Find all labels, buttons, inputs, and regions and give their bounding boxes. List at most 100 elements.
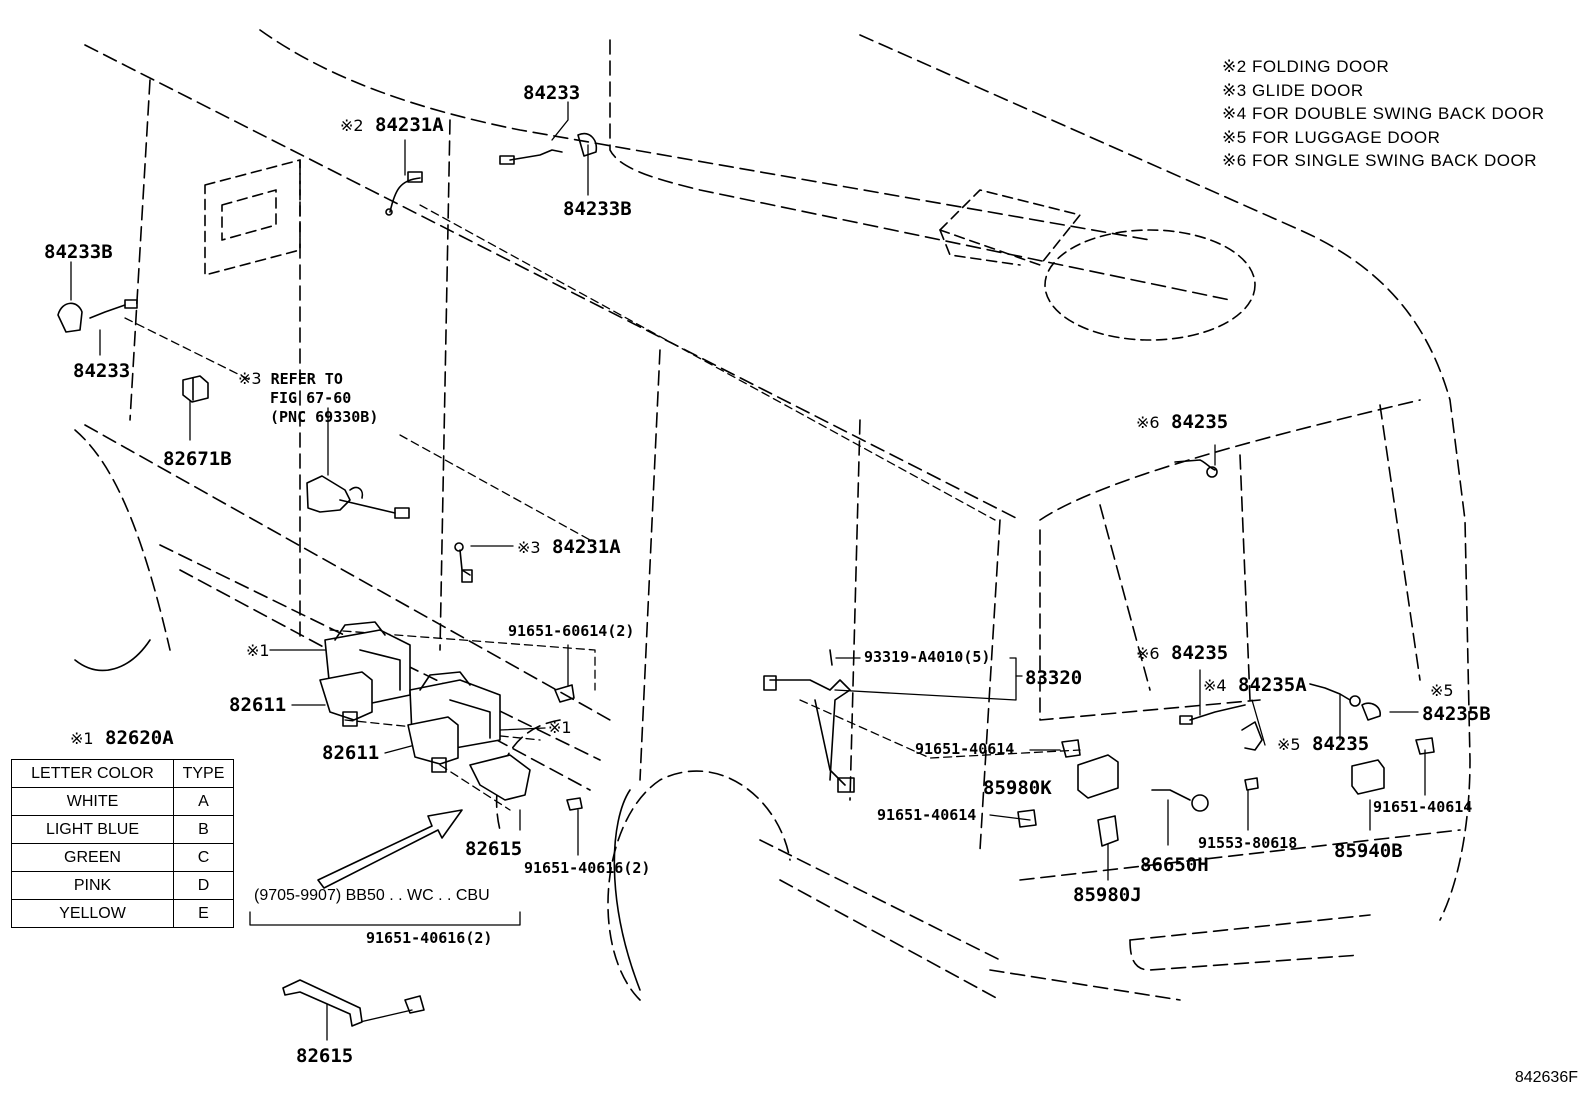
note-mark: ※4 bbox=[1222, 104, 1247, 123]
part-label-84231A-mid[interactable]: ※3 84231A bbox=[517, 538, 621, 557]
table-header: TYPE bbox=[173, 759, 234, 788]
part-number: 84235A bbox=[1238, 674, 1307, 696]
note-mark: ※5 bbox=[1277, 735, 1301, 754]
part-label-82615-b[interactable]: 82615 bbox=[296, 1045, 354, 1067]
note-double-swing: ※4 FOR DOUBLE SWING BACK DOOR bbox=[1222, 105, 1545, 122]
note-text: FOR DOUBLE SWING BACK DOOR bbox=[1251, 104, 1545, 123]
part-label-82611-a[interactable]: 82611 bbox=[229, 694, 287, 716]
part-label-82620A[interactable]: ※1 82620A bbox=[70, 729, 174, 748]
harness-84231A-mid bbox=[454, 542, 473, 583]
table-cell: D bbox=[173, 871, 234, 900]
ecu-85940B bbox=[1351, 759, 1385, 795]
note-mark: ※3 bbox=[1222, 81, 1247, 100]
refer-line-2[interactable]: FIG 67-60 bbox=[270, 389, 352, 407]
table-cell: E bbox=[173, 899, 234, 928]
part-label-83320[interactable]: 83320 bbox=[1025, 667, 1083, 689]
part-label-85980J[interactable]: 85980J bbox=[1073, 884, 1142, 906]
part-label-85980K[interactable]: 85980K bbox=[983, 777, 1052, 799]
sensor-85980J bbox=[1097, 815, 1119, 847]
note-mark: ※3 bbox=[238, 369, 262, 388]
harness-84231A-top bbox=[385, 171, 423, 216]
note-text: FOLDING DOOR bbox=[1251, 57, 1390, 76]
part-label-84231A-top[interactable]: ※2 84231A bbox=[340, 116, 444, 135]
part-label-91553[interactable]: 91553-80618 bbox=[1198, 834, 1298, 852]
note-mark: ※2 bbox=[340, 116, 364, 135]
part-label-91651-40616-b[interactable]: 91651-40616(2) bbox=[366, 929, 493, 947]
marker-5-a: ※5 bbox=[1430, 681, 1454, 700]
table-cell: B bbox=[173, 815, 234, 844]
motor-82611-a bbox=[319, 671, 373, 727]
note-mark: ※1 bbox=[246, 641, 270, 660]
table-cell: A bbox=[173, 787, 234, 816]
part-number: 84235 bbox=[1171, 642, 1229, 664]
part-label-84235-mid[interactable]: ※6 84235 bbox=[1136, 644, 1228, 663]
part-label-84233B-top[interactable]: 84233B bbox=[563, 198, 632, 220]
part-label-84233B-left[interactable]: 84233B bbox=[44, 241, 113, 263]
note-mark: ※1 bbox=[548, 718, 572, 737]
note-mark: ※6 bbox=[1136, 644, 1160, 663]
part-label-91651-40614-c[interactable]: 91651-40614 bbox=[1373, 798, 1473, 816]
table-cell: YELLOW bbox=[11, 899, 174, 928]
part-label-84233-top[interactable]: 84233 bbox=[523, 82, 581, 104]
cover-82671B bbox=[182, 375, 209, 403]
part-label-86650H[interactable]: 86650H bbox=[1140, 854, 1209, 876]
part-label-91651-40616-a[interactable]: 91651-40616(2) bbox=[524, 859, 651, 877]
part-label-82615-a[interactable]: 82615 bbox=[465, 838, 523, 860]
van-body-outline bbox=[74, 29, 1471, 1001]
note-mark: ※6 bbox=[1136, 413, 1160, 432]
leader-lines bbox=[70, 101, 1426, 1041]
table-cell: GREEN bbox=[11, 843, 174, 872]
marker-1-b: ※1 bbox=[548, 718, 572, 737]
part-label-85940B[interactable]: 85940B bbox=[1334, 840, 1403, 862]
marker-1-a: ※1 bbox=[246, 641, 270, 660]
sensor-84233-left bbox=[57, 299, 138, 333]
switch-84235 bbox=[1174, 459, 1381, 751]
part-label-93319[interactable]: 93319-A4010(5) bbox=[864, 648, 991, 666]
part-number: 84235 bbox=[1312, 733, 1370, 755]
part-label-91651-40614-b[interactable]: 91651-40614 bbox=[877, 806, 977, 824]
side-window-outline bbox=[204, 159, 301, 276]
note-luggage-door: ※5 FOR LUGGAGE DOOR bbox=[1222, 129, 1440, 146]
note-single-swing: ※6 FOR SINGLE SWING BACK DOOR bbox=[1222, 152, 1537, 169]
roof-vent-outline bbox=[939, 189, 1256, 341]
ecu-85980K bbox=[1077, 754, 1119, 799]
part-label-91651-40614-a[interactable]: 91651-40614 bbox=[915, 740, 1015, 758]
part-number: 82620A bbox=[105, 727, 174, 749]
part-label-91651-60614[interactable]: 91651-60614(2) bbox=[508, 622, 635, 640]
bolt-91651-40616 bbox=[566, 797, 583, 811]
note-text: FOR SINGLE SWING BACK DOOR bbox=[1251, 151, 1537, 170]
note-glide-door: ※3 GLIDE DOOR bbox=[1222, 82, 1364, 99]
part-number: 84231A bbox=[552, 536, 621, 558]
bracket-82615-b bbox=[282, 979, 425, 1027]
figure-code: 842636F bbox=[1514, 1069, 1578, 1086]
sensor-83320 bbox=[763, 649, 855, 793]
part-label-84235-top[interactable]: ※6 84235 bbox=[1136, 413, 1228, 432]
table-header: LETTER COLOR bbox=[11, 759, 174, 788]
arrow-pointer bbox=[317, 809, 463, 889]
part-label-82671B[interactable]: 82671B bbox=[163, 448, 232, 470]
note-mark: ※5 bbox=[1430, 681, 1454, 700]
part-label-84235B[interactable]: 84235B bbox=[1422, 703, 1491, 725]
table-cell: C bbox=[173, 843, 234, 872]
note-mark: ※4 bbox=[1203, 676, 1227, 695]
bracket-82615-a bbox=[469, 754, 531, 801]
part-label-84233-left[interactable]: 84233 bbox=[73, 360, 131, 382]
part-label-84235-low[interactable]: ※5 84235 bbox=[1277, 735, 1369, 754]
refer-note: ※3 REFER TO FIG 67-60 (PNC 69330B) bbox=[238, 369, 378, 427]
refer-text: REFER TO bbox=[270, 370, 343, 388]
note-mark: ※5 bbox=[1222, 128, 1247, 147]
part-label-82611-b[interactable]: 82611 bbox=[322, 742, 380, 764]
dashed-connectors bbox=[124, 204, 1081, 811]
sensor-86650H bbox=[1151, 777, 1259, 812]
part-label-84235A[interactable]: ※4 84235A bbox=[1203, 676, 1307, 695]
refer-line-3[interactable]: (PNC 69330B) bbox=[270, 408, 379, 426]
bracket-refer bbox=[306, 475, 410, 519]
note-text: GLIDE DOOR bbox=[1251, 81, 1364, 100]
table-cell: LIGHT BLUE bbox=[11, 815, 174, 844]
